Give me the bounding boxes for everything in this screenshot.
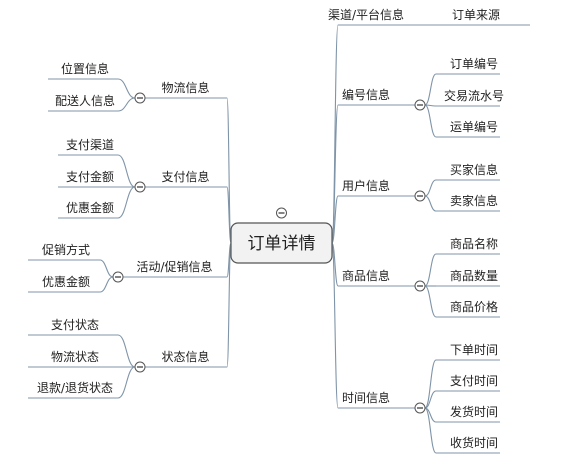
subtopic-left: 促销方式 (42, 242, 90, 257)
subtopic-branch-line (117, 334, 136, 368)
topic-left-3: 状态信息 (161, 349, 209, 364)
branch-line-right (331, 242, 339, 287)
topic-right-2: 用户信息 (342, 178, 390, 193)
topic-collapse-toggle[interactable] (414, 190, 426, 202)
subtopic-branch-line (424, 359, 437, 409)
subtopic-right: 商品价格 (450, 299, 498, 314)
subtopic-branch-line (424, 73, 437, 106)
subtopic-right: 下单时间 (450, 343, 498, 357)
root-topic-label: 订单详情 (248, 234, 316, 254)
topic-collapse-toggle[interactable] (134, 92, 146, 104)
topic-right-1: 编号信息 (342, 87, 390, 102)
topic-left-0: 物流信息 (161, 80, 209, 95)
subtopic-right: 卖家信息 (450, 193, 498, 208)
subtopic-branch-line (424, 179, 437, 197)
subtopic-left: 位置信息 (61, 61, 109, 76)
topic-collapse-toggle[interactable] (414, 99, 426, 111)
root-topic-box[interactable] (230, 222, 333, 264)
subtopic-branch-line (424, 407, 437, 454)
subtopic-right: 订单来源 (452, 8, 500, 22)
subtopic-branch-line (424, 104, 437, 138)
subtopic-branch-line (117, 366, 136, 399)
subtopic-left: 优惠金额 (42, 274, 90, 289)
subtopic-right: 运单编号 (450, 119, 498, 134)
subtopic-branch-line (424, 390, 437, 409)
topic-collapse-toggle[interactable] (414, 402, 426, 414)
subtopic-branch-line (99, 259, 114, 278)
subtopic-left: 支付渠道 (66, 138, 114, 152)
subtopic-left: 物流状态 (51, 350, 99, 364)
topic-right-3: 商品信息 (342, 268, 390, 283)
root-collapse-toggle[interactable] (276, 207, 287, 219)
subtopic-branch-line (424, 285, 437, 318)
topic-right-4: 时间信息 (342, 390, 390, 405)
subtopic-left: 支付金额 (66, 169, 114, 184)
branch-line-right (331, 242, 339, 409)
root-topic[interactable]: 订单详情 (230, 222, 333, 264)
subtopic-branch-line (424, 195, 437, 212)
subtopic-right: 买家信息 (450, 162, 498, 177)
topic-left-1: 支付信息 (161, 169, 209, 184)
topic-collapse-toggle[interactable] (134, 181, 146, 193)
branch-line-right (331, 195, 339, 244)
topic-left-2: 活动/促销信息 (136, 259, 212, 274)
branch-line-right (331, 24, 339, 244)
subtopic-right: 商品数量 (450, 268, 498, 283)
subtopic-left: 退款/退货状态 (37, 380, 113, 395)
subtopic-branch-line (99, 276, 114, 293)
subtopic-left: 支付状态 (51, 318, 99, 332)
subtopic-right: 订单编号 (450, 56, 498, 71)
topic-collapse-toggle[interactable] (414, 280, 426, 292)
subtopic-right: 交易流水号 (444, 88, 504, 103)
subtopic-right: 商品名称 (450, 236, 498, 251)
subtopic-branch-line (117, 78, 136, 99)
subtopic-left: 优惠金额 (66, 200, 114, 215)
subtopic-left: 配送人信息 (55, 93, 115, 108)
subtopic-branch-line (117, 97, 136, 112)
subtopic-right: 发货时间 (450, 404, 498, 419)
topic-right-0: 渠道/平台信息 (328, 7, 404, 22)
subtopic-right: 支付时间 (450, 374, 498, 388)
subtopic-right: 收货时间 (450, 435, 498, 450)
subtopic-branch-line (424, 253, 437, 287)
topic-collapse-toggle[interactable] (112, 271, 124, 283)
subtopic-branch-line (117, 154, 136, 188)
topic-collapse-toggle[interactable] (134, 361, 146, 373)
subtopic-branch-line (117, 186, 136, 219)
branch-line-right (331, 104, 339, 244)
